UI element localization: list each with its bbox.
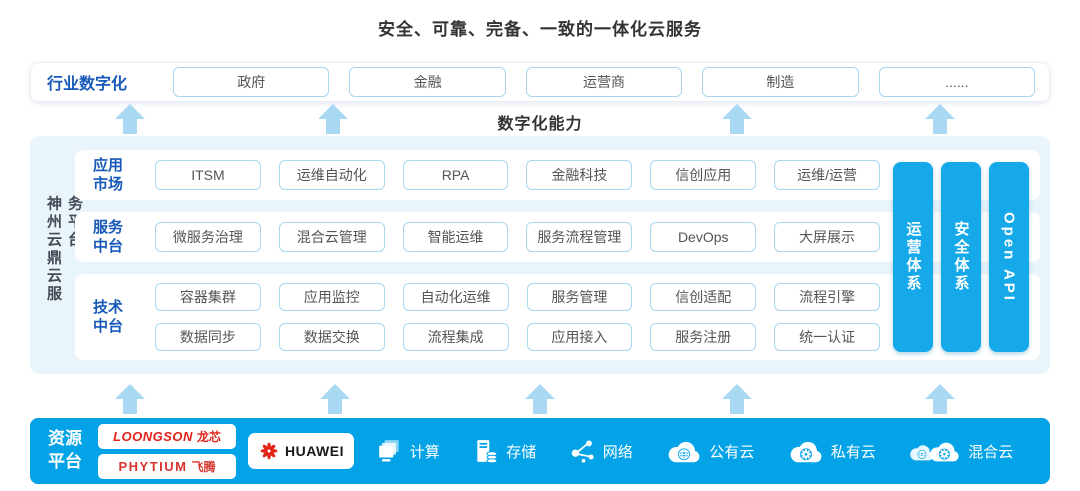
service-item-devops: DevOps xyxy=(650,222,757,252)
up-arrow-icon xyxy=(722,384,752,414)
private-cloud-icon xyxy=(790,441,822,462)
tech-item-service-registry: 服务注册 xyxy=(650,323,757,351)
app-item-fintech: 金融科技 xyxy=(526,160,633,190)
resource-platform-bar: 资源 平台 LOONGSON 龙芯 PHYTIUM 飞腾 xyxy=(30,418,1050,484)
up-arrow-icon xyxy=(318,104,348,134)
huawei-flower-icon xyxy=(260,442,278,460)
page-title: 安全、可靠、完备、一致的一体化云服务 xyxy=(378,20,702,39)
industry-item-manufacturing: 制造 xyxy=(702,67,859,97)
tech-platform-label: 技术 中台 xyxy=(93,298,124,336)
resource-item-public-cloud: 公有云 xyxy=(666,439,754,464)
tech-item-service-mgmt: 服务管理 xyxy=(526,283,633,311)
app-item-ops-automation: 运维自动化 xyxy=(278,160,385,190)
storage-icon xyxy=(477,440,498,464)
phytium-logo: PHYTIUM 飞腾 xyxy=(98,453,236,479)
service-item-aiops: 智能运维 xyxy=(402,222,509,252)
up-arrow-icon xyxy=(925,384,955,414)
pillar-security-system: 安全体系 xyxy=(941,162,981,352)
service-platform-label: 服务 中台 xyxy=(93,218,124,256)
app-item-rpa: RPA xyxy=(402,160,509,190)
service-item-dashboard: 大屏展示 xyxy=(774,222,880,252)
resource-item-private-cloud: 私有云 xyxy=(788,439,876,464)
industry-item-government: 政府 xyxy=(173,67,330,97)
up-arrow-icon xyxy=(320,384,350,414)
loongson-logo: LOONGSON 龙芯 xyxy=(98,423,236,449)
service-item-hybrid-mgmt: 混合云管理 xyxy=(278,222,385,252)
app-item-itsm: ITSM xyxy=(155,160,261,190)
up-arrow-icon xyxy=(115,384,145,414)
pillar-open-api: Open API xyxy=(989,162,1029,352)
app-market-row: 应用 市场 ITSM 运维自动化 RPA 金融科技 信创应用 运维/运营 xyxy=(75,150,1040,200)
capability-label: 数字化能力 xyxy=(497,116,583,133)
resource-item-network: 网络 xyxy=(570,438,633,464)
up-arrow-icon xyxy=(722,104,752,134)
tech-platform-row: 技术 中台 容器集群 应用监控 自动化运维 服务管理 信创适配 流程引擎 数据同… xyxy=(75,274,1040,360)
tech-item-data-sync: 数据同步 xyxy=(155,323,261,351)
industry-row-label: 行业数字化 xyxy=(47,76,128,93)
hybrid-cloud-icon xyxy=(910,442,959,461)
cloud-platform-panel: 神州云鼎云服务平台 应用 市场 ITSM 运维自动化 RPA 金融科技 信创应用… xyxy=(30,136,1050,374)
network-icon xyxy=(571,440,594,463)
compute-icon xyxy=(378,440,399,462)
service-item-workflow: 服务流程管理 xyxy=(526,222,633,252)
up-arrow-icon xyxy=(925,104,955,134)
tech-item-app-monitor: 应用监控 xyxy=(278,283,385,311)
resource-item-compute: 计算 xyxy=(377,438,440,464)
up-arrow-icon xyxy=(115,104,145,134)
tech-item-container: 容器集群 xyxy=(155,283,261,311)
tech-item-unified-auth: 统一认证 xyxy=(774,323,880,351)
tech-item-auto-ops: 自动化运维 xyxy=(402,283,509,311)
tech-item-process-integration: 流程集成 xyxy=(402,323,509,351)
up-arrow-icon xyxy=(525,384,555,414)
public-cloud-icon xyxy=(668,441,700,462)
tech-item-process-engine: 流程引擎 xyxy=(774,283,880,311)
industry-item-operator: 运营商 xyxy=(525,67,683,97)
industry-row: 行业数字化 政府 金融 运营商 制造 ...... xyxy=(30,62,1050,102)
service-platform-row: 服务 中台 微服务治理 混合云管理 智能运维 服务流程管理 DevOps 大屏展… xyxy=(75,212,1040,262)
resource-item-storage: 存储 xyxy=(473,438,536,464)
industry-item-finance: 金融 xyxy=(349,67,506,97)
tech-item-xinchuang-adapt: 信创适配 xyxy=(650,283,757,311)
industry-item-more: ...... xyxy=(878,67,1036,97)
app-market-label: 应用 市场 xyxy=(93,156,124,194)
pillar-operation-system: 运营体系 xyxy=(893,162,933,352)
huawei-logo: HUAWEI xyxy=(248,433,354,469)
tech-item-app-access: 应用接入 xyxy=(526,323,633,351)
app-item-ops-operation: 运维/运营 xyxy=(774,160,880,190)
tech-item-data-exchange: 数据交换 xyxy=(278,323,385,351)
resource-platform-label: 资源 平台 xyxy=(48,429,82,471)
service-item-microservice: 微服务治理 xyxy=(155,222,261,252)
app-item-xinchuang-app: 信创应用 xyxy=(650,160,757,190)
resource-item-hybrid-cloud: 混合云 xyxy=(909,439,1013,464)
